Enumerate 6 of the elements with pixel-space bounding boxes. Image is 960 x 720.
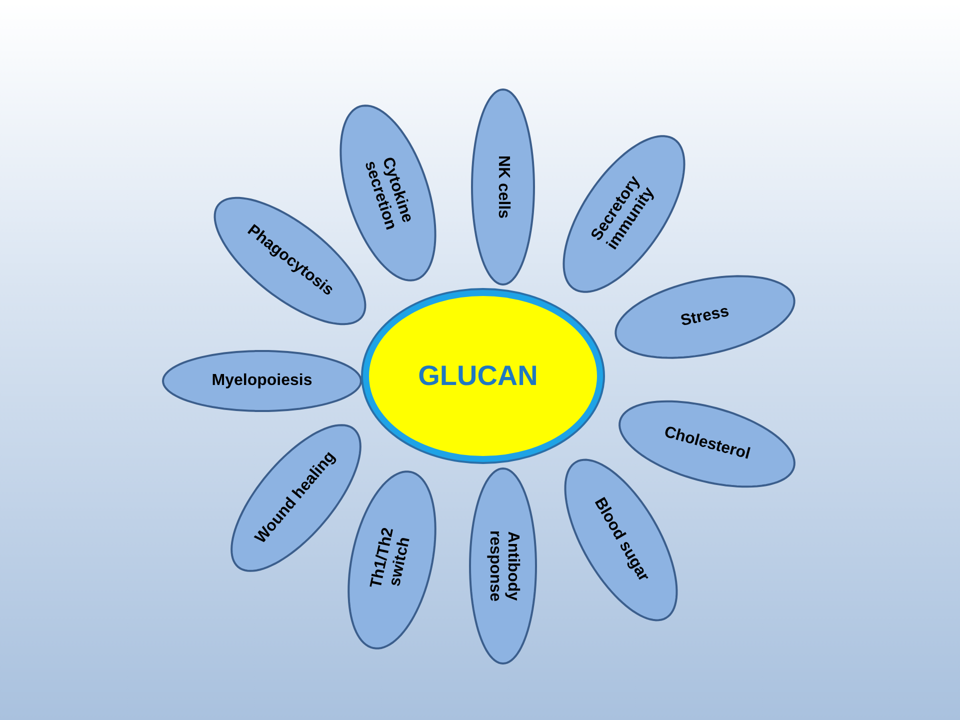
- center-label: GLUCAN: [418, 360, 538, 392]
- petal-label: NK cells: [494, 155, 512, 219]
- petal-label: Th1/Th2 switch: [366, 525, 415, 592]
- petal-label: Stress: [679, 302, 731, 332]
- petal-label: Myelopoiesis: [212, 372, 312, 390]
- petal-label: Antibody response: [485, 529, 522, 604]
